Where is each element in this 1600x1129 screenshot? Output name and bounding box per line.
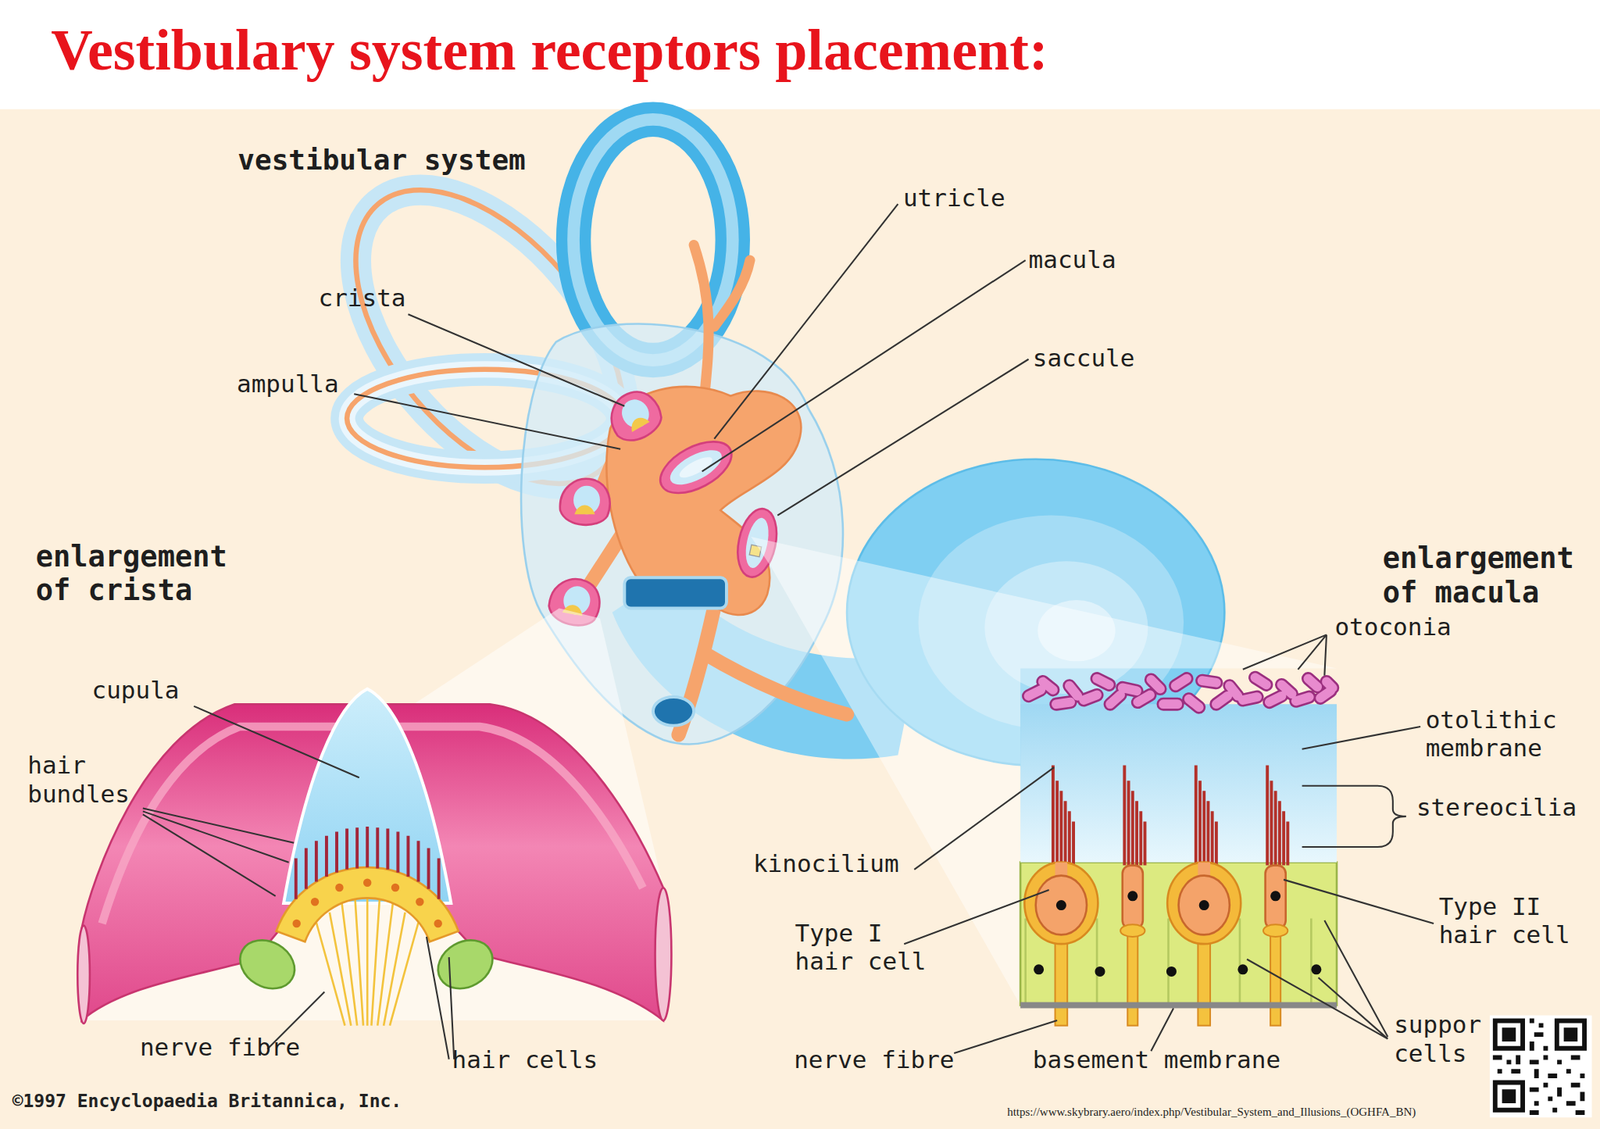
- part-label: hair bundles: [27, 750, 145, 808]
- part-label: basement membrane: [1032, 1045, 1281, 1075]
- section-heading: enlargement of crista: [35, 539, 240, 608]
- oval-window: [624, 577, 727, 608]
- crista-cut-end: [655, 887, 672, 1021]
- stereocilia-bundles: [1053, 765, 1288, 866]
- membranous-labyrinth: [606, 386, 801, 615]
- part-label: hair cells: [452, 1045, 599, 1075]
- nerve-fibre: [1197, 939, 1211, 1026]
- part-label: cupula: [92, 675, 180, 705]
- drawing-group: [0, 109, 1600, 1129]
- part-label: macula: [1028, 245, 1117, 275]
- nerve-terminal: [1120, 924, 1145, 937]
- round-window: [653, 696, 694, 726]
- part-label: kinocilium: [753, 849, 900, 879]
- section-heading: enlargement of macula: [1382, 541, 1586, 610]
- part-label: saccule: [1032, 343, 1136, 373]
- part-label: stereocilia: [1416, 792, 1577, 822]
- ampulla-shape: [601, 383, 668, 449]
- part-label: nerve fibre: [139, 1032, 300, 1062]
- part-label: Type II hair cell: [1439, 892, 1584, 950]
- crista-ridge: [627, 414, 650, 433]
- qr-code: [1492, 1018, 1587, 1115]
- ampulla-lumen: [617, 394, 655, 433]
- source-url: https://www.skybrary.aero/index.php/Vest…: [1007, 1105, 1416, 1120]
- crista-cut-end: [77, 925, 90, 1024]
- nerve-fibre: [1127, 928, 1138, 1026]
- qr-background: [1489, 1015, 1593, 1118]
- nerve-terminal: [1263, 924, 1288, 937]
- part-label: utricle: [903, 183, 1006, 213]
- ampulla-wall: [560, 478, 611, 525]
- section-heading: vestibular system: [237, 143, 525, 177]
- ampulla-shape: [560, 478, 611, 525]
- part-label: Type I hair cell: [794, 918, 940, 976]
- hair-cell-layer: [276, 867, 459, 942]
- part-label: crista: [318, 283, 407, 313]
- ampulla-lumen: [573, 485, 600, 515]
- part-label: otolithic membrane: [1425, 705, 1567, 763]
- otoconia-outline: [1028, 677, 1333, 708]
- endolymphatic-duct: [693, 244, 750, 400]
- part-label: nerve fibre: [793, 1045, 954, 1075]
- macula-surface: [664, 442, 727, 492]
- ampulla-wall: [601, 383, 668, 449]
- hair-bundles: [296, 826, 440, 900]
- hair-cell-nuclei: [292, 878, 442, 929]
- page-title: Vestibulary system receptors placement:: [50, 16, 1048, 85]
- cell-nuclei: [1033, 890, 1322, 977]
- nerve-fibre: [1055, 939, 1068, 1026]
- basement-layer: [1020, 1002, 1337, 1009]
- support-tissue: [429, 930, 502, 998]
- zoom-wedge: [750, 536, 1337, 1006]
- background-panel: [0, 109, 1600, 1129]
- nerve-fibres: [316, 897, 419, 1025]
- part-label: otoconia: [1334, 612, 1451, 642]
- otoconia-crystals: [1028, 677, 1333, 708]
- support-tissue: [231, 930, 304, 998]
- part-label: suppor cells: [1393, 1010, 1492, 1068]
- leader-lines: [142, 203, 1434, 1060]
- utricle-macula: [652, 431, 740, 504]
- part-label: ampulla: [236, 369, 340, 399]
- copyright-caption: ©1997 Encyclopaedia Britannica, Inc.: [12, 1090, 403, 1112]
- crista-ridge: [574, 505, 595, 515]
- macula-rim: [652, 431, 740, 504]
